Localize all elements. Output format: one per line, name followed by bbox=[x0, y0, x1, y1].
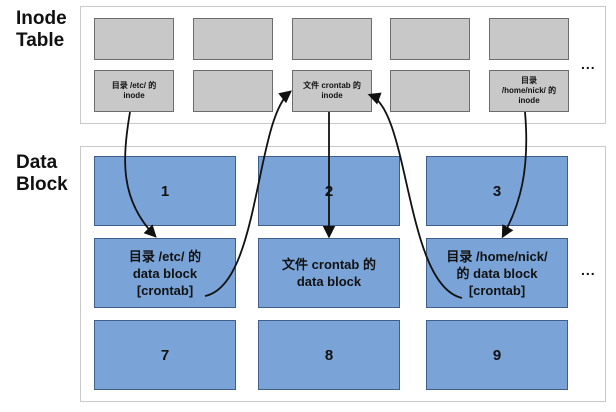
inode-home-nick: 目录 /home/nick/ 的 inode bbox=[489, 70, 569, 112]
inode-slot bbox=[193, 70, 273, 112]
arrow-etc-inode-to-block bbox=[124, 111, 157, 238]
data-block-8: 8 bbox=[258, 320, 400, 390]
data-block-9: 9 bbox=[426, 320, 568, 390]
data-block-label: Data Block bbox=[16, 152, 68, 195]
inode-slot bbox=[193, 18, 273, 60]
data-block-7: 7 bbox=[94, 320, 236, 390]
arrow-etc-block-to-crontab-inode bbox=[204, 90, 292, 297]
data-block-ellipsis: ... bbox=[581, 262, 596, 278]
data-block-etc: 目录 /etc/ 的 data block [crontab] bbox=[94, 238, 236, 308]
inode-slot bbox=[94, 18, 174, 60]
inode-crontab: 文件 crontab 的 inode bbox=[292, 70, 372, 112]
inode-slot bbox=[489, 18, 569, 60]
inode-slot bbox=[390, 18, 470, 60]
data-block-home-nick: 目录 /home/nick/ 的 data block [crontab] bbox=[426, 238, 568, 308]
inode-slot bbox=[292, 18, 372, 60]
inode-etc: 目录 /etc/ 的 inode bbox=[94, 70, 174, 112]
arrow-home-inode-to-block bbox=[501, 111, 528, 239]
inode-slot bbox=[390, 70, 470, 112]
inode-table-label: Inode Table bbox=[16, 8, 67, 51]
data-block-1: 1 bbox=[94, 156, 236, 226]
data-block-crontab: 文件 crontab 的 data block bbox=[258, 238, 400, 308]
data-block-3: 3 bbox=[426, 156, 568, 226]
inode-ellipsis: ... bbox=[581, 56, 596, 72]
arrow-home-block-to-crontab-inode bbox=[367, 92, 463, 299]
